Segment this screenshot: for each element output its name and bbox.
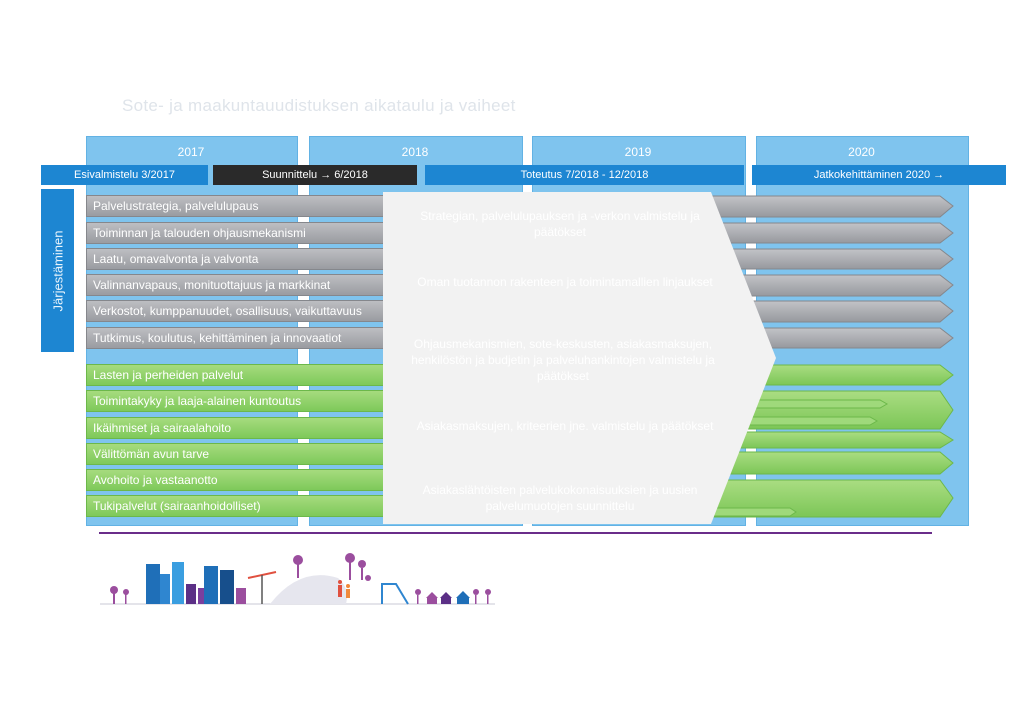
city-skyline-illustration — [100, 553, 495, 605]
callout-ohjausmekanismit: Ohjausmekanismien, sote-keskusten, asiak… — [411, 337, 715, 383]
callout-pentagon — [383, 192, 776, 524]
year-label-2020: 2020 — [848, 145, 875, 159]
phase-esivalmistelu: Esivalmistelu 3/2017 — [41, 165, 208, 185]
grey-arrow-1 — [699, 195, 954, 218]
year-label-2018: 2018 — [401, 145, 429, 159]
purple-divider — [99, 532, 932, 534]
row-lapset-perheet: Lasten ja perheiden palvelut — [86, 364, 389, 386]
row-tukipalvelut: Tukipalvelut (sairaanhoidolliset) — [86, 495, 389, 517]
green-arrow-4 — [699, 451, 954, 475]
row-palvelustrategia: Palvelustrategia, palvelulupaus — [86, 195, 389, 217]
row-valiton-apu: Välittömän avun tarve — [86, 443, 389, 465]
callout-asiakasmaksut: Asiakasmaksujen, kriteerien jne. valmist… — [416, 419, 714, 433]
phase-toteutus: Toteutus 7/2018 - 12/2018 — [425, 165, 744, 185]
year-label-2019: 2019 — [624, 145, 652, 159]
year-label-2017: 2017 — [177, 145, 205, 159]
row-avohoito: Avohoito ja vastaanotto — [86, 469, 389, 491]
grey-arrow-2 — [699, 222, 954, 244]
row-toimintakyky: Toimintakyky ja laaja-alainen kuntoutus — [86, 390, 389, 412]
callout-palvelukokonaisuudet: Asiakaslähtöisten palvelukokonaisuuksien… — [422, 483, 698, 513]
phase-jatkokehittaminen: Jatkokehittäminen 2020 → — [752, 165, 1006, 185]
row-laatu: Laatu, omavalvonta ja valvonta — [86, 248, 389, 270]
phase-suunnittelu: Suunnittelu → 6/2018 — [213, 165, 417, 185]
row-tutkimus: Tutkimus, koulutus, kehittäminen ja inno… — [86, 327, 389, 349]
side-label-jarjestaminen: Järjestäminen — [41, 189, 74, 352]
row-ohjausmekanismi: Toiminnan ja talouden ohjausmekanismi — [86, 222, 389, 244]
row-ikaihmiset: Ikäihmiset ja sairaalahoito — [86, 417, 389, 439]
callout-oma-tuotanto: Oman tuotannon rakenteen ja toimintamall… — [417, 275, 713, 289]
row-verkostot: Verkostot, kumppanuudet, osallisuus, vai… — [86, 300, 389, 322]
callout-strategia: Strategian, palvelulupauksen ja -verkon … — [420, 209, 700, 239]
row-valinnanvapaus: Valinnanvapaus, monituottajuus ja markki… — [86, 274, 389, 296]
page-title: Sote- ja maakuntauudistuksen aikataulu j… — [122, 96, 516, 115]
